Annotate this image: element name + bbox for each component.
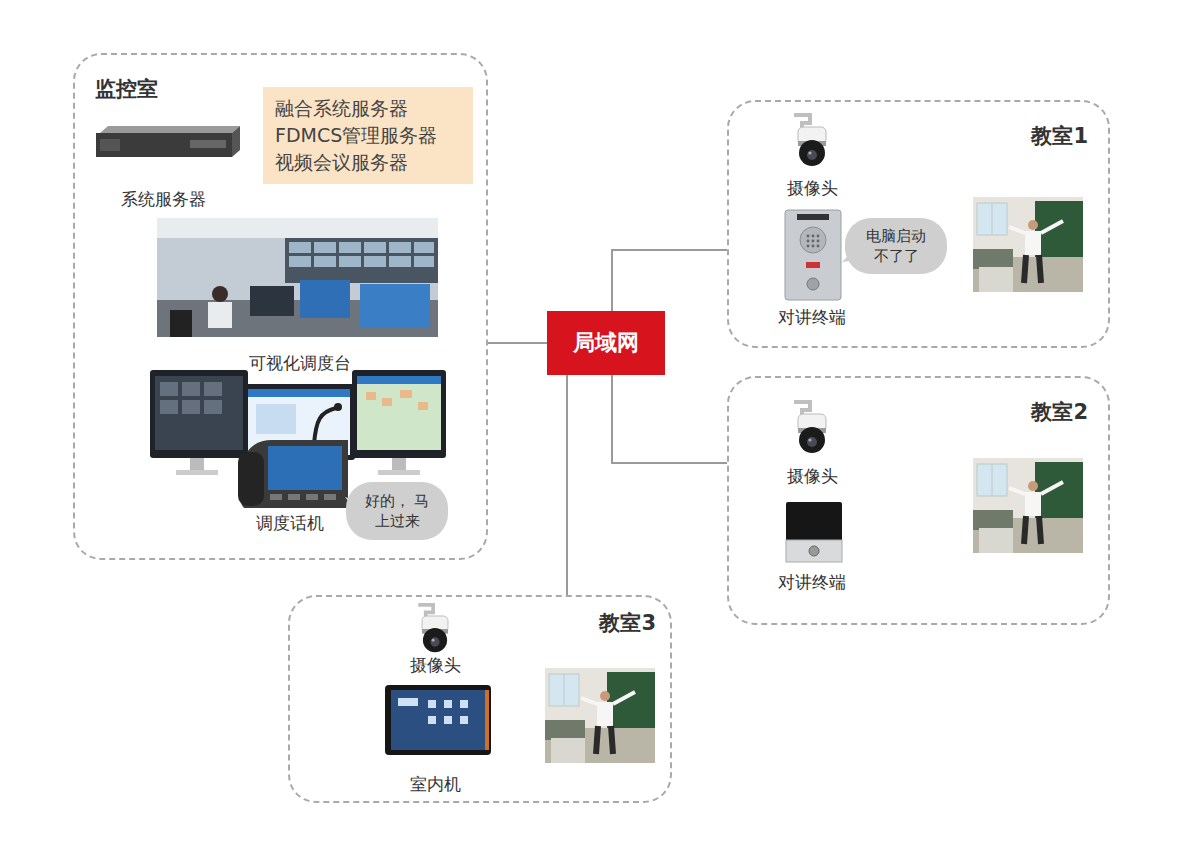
device-label: 室内机 [410,773,461,796]
network-link [566,375,568,595]
room-region: 监控室融合系统服务器FDMCS管理服务器视频会议服务器好的， 马上过来 [73,53,488,560]
device-label: 对讲终端 [778,306,846,329]
bubble-text: 电脑启动 不了了 [857,226,935,266]
box-text: 局域网 [573,328,639,358]
bubble-text: 好的， 马上过来 [358,491,436,531]
room-region: 教室3 [288,595,672,803]
network-box: 局域网 [547,311,665,375]
region-title: 教室3 [599,609,656,637]
device-label: 系统服务器 [121,188,206,211]
region-title: 教室1 [1031,122,1088,150]
region-title: 教室2 [1031,398,1088,426]
network-link [612,375,727,463]
box-text: 融合系统服务器 [275,95,461,122]
box-text: 视频会议服务器 [275,149,461,176]
server-list-box: 融合系统服务器FDMCS管理服务器视频会议服务器 [263,87,473,184]
box-text: FDMCS管理服务器 [275,122,461,149]
network-link [488,342,547,344]
device-label: 对讲终端 [778,571,846,594]
device-label: 摄像头 [787,465,838,488]
device-label: 摄像头 [410,654,461,677]
speech-bubble: 好的， 马上过来 [346,482,448,540]
device-label: 可视化调度台 [249,352,351,375]
network-link [612,250,727,311]
device-label: 摄像头 [787,177,838,200]
speech-bubble: 电脑启动 不了了 [845,218,947,274]
region-title: 监控室 [95,75,158,103]
device-label: 调度话机 [256,512,324,535]
